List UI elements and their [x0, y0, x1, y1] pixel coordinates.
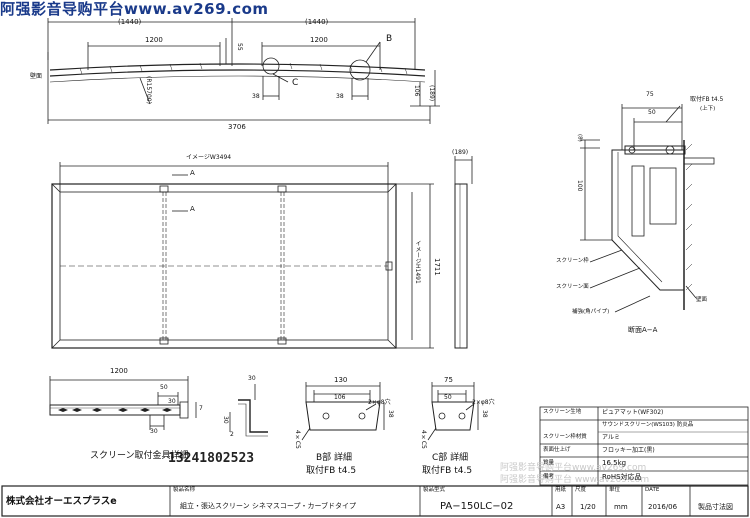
b-dim-38: 38: [387, 410, 394, 418]
radius-label: (R15700): [145, 76, 152, 104]
spec-label-frame: スクリーン枠材質: [543, 434, 587, 440]
detail-circle-b: [349, 59, 371, 81]
rail-dim-30: 30: [168, 398, 176, 405]
angle-dim-30: 30: [248, 375, 256, 382]
top-dim-1200-right: 1200: [310, 36, 328, 44]
watermark-bottom-1: 阿强影音导购平台www.av269.com: [500, 463, 647, 473]
c-title-1: C部 詳細: [432, 453, 469, 463]
section-fb-sub: (上下): [700, 106, 716, 112]
top-dim-189: (189): [428, 85, 435, 102]
top-dim-1440-left: (1440): [118, 18, 142, 26]
spec-label-note: 備考: [543, 474, 555, 480]
c-chamfer: 4×C5: [420, 430, 427, 449]
b-title-1: B部 詳細: [316, 453, 353, 463]
product-name: 組立・張込スクリーン シネマスコープ・カーブドタイプ: [180, 502, 357, 510]
c-dim-50: 50: [444, 394, 452, 401]
front-dim-1711: 1711: [433, 258, 441, 276]
date-value: 2016/06: [648, 503, 678, 511]
top-dim-106: 106: [413, 85, 420, 97]
b-dim-130: 130: [334, 376, 348, 384]
section-title: 断面A−A: [628, 326, 658, 334]
label-reinforce: 補強(角パイプ): [572, 309, 610, 315]
b-title-2: 取付FB t4.5: [306, 466, 357, 476]
section-a-a: [580, 104, 715, 313]
spec-value-finish: フロッキー加工(黒): [602, 447, 655, 454]
top-dim-3706: 3706: [228, 123, 246, 131]
curved-screen-back: [49, 75, 426, 83]
c-title-2: 取付FB t4.5: [422, 466, 473, 476]
watermark-phone: 13241802523: [168, 451, 255, 466]
angle-dim-2: 2: [230, 431, 234, 438]
c-dim-38: 38: [481, 410, 488, 418]
rail-dim-1200: 1200: [110, 367, 128, 375]
section-fb-label: 取付FB t4.5: [690, 96, 724, 103]
b-chamfer: 4×C5: [294, 430, 301, 449]
angle-dim-30-side: 30: [222, 416, 229, 424]
section-mark-a-upper: A: [190, 169, 195, 177]
top-dim-1440-right: (1440): [305, 18, 329, 26]
spec-table-frame: [539, 406, 749, 486]
watermark-top: 阿强影音导购平台www.av269.com: [0, 0, 269, 18]
curved-screen-bottom: [49, 69, 426, 77]
maker-name: 株式会社オーエスプラスe: [6, 496, 117, 507]
document-type: 製品寸法図: [698, 503, 733, 511]
model-label: 製品型式: [423, 487, 446, 493]
spec-value-frame: アルミ: [602, 434, 620, 441]
b-hole: 2×φ8穴: [368, 399, 391, 406]
spec-value-fabric-1: ピュアマット(WF302): [602, 409, 664, 416]
top-dim-38-right: 38: [336, 93, 344, 100]
spec-value-weight: 16.5kg: [602, 459, 627, 467]
spec-value-note: RoHS対応品: [602, 473, 642, 481]
model-number: PA−150LC−02: [440, 501, 514, 512]
rail-dim-30-bottom: 30: [150, 428, 158, 435]
label-screen-surface: スクリーン面: [556, 284, 589, 290]
top-dim-38-left: 38: [252, 93, 260, 100]
title-block-frame: [1, 485, 749, 517]
section-dim-75: 75: [646, 91, 654, 98]
image-width-label: イメージW3494: [186, 154, 232, 161]
spec-label-fabric: スクリーン生地: [543, 409, 582, 415]
image-height-label: イメージH1491: [414, 240, 421, 284]
c-dim-75: 75: [444, 376, 453, 384]
product-label: 製品名称: [173, 487, 196, 493]
b-dim-106: 106: [334, 394, 346, 401]
unit-label: 単位: [609, 487, 621, 493]
front-outer-frame: [51, 183, 397, 349]
rail-dim-50: 50: [160, 384, 168, 391]
rail-caption: スクリーン取付金具詳細: [90, 451, 189, 461]
paper-size: A3: [556, 503, 566, 511]
top-dim-1200-left: 1200: [145, 36, 163, 44]
label-b: B: [386, 34, 393, 44]
section-dim-50: 50: [648, 109, 656, 116]
side-dim-189: (189): [452, 149, 469, 156]
label-c: C: [292, 78, 299, 88]
scale-value: 1/20: [580, 503, 596, 511]
detail-circle-c: [262, 57, 280, 75]
spec-label-weight: 質量: [543, 460, 555, 466]
c-hole: 2×φ8穴: [472, 399, 495, 406]
section-wall-label: 壁面: [696, 297, 708, 303]
spec-value-fabric-2: サウンドスクリーン(WS103) 防炎品: [602, 422, 694, 428]
date-label: DATE: [645, 487, 660, 493]
spec-label-finish: 表面仕上げ: [543, 447, 571, 453]
section-mark-a-lower: A: [190, 205, 195, 213]
curved-screen-top: [49, 63, 426, 71]
rail-dim-7: 7: [199, 405, 203, 412]
section-dim-8: (8): [576, 134, 583, 142]
top-dim-55: 55: [236, 43, 243, 51]
watermark-bottom-2: 阿强影音导购平台 www.av269.com: [500, 475, 650, 485]
top-wall-label: 壁面: [30, 73, 43, 80]
paper-size-label: 用紙: [555, 487, 567, 493]
scale-label: 尺度: [575, 487, 587, 493]
unit-value: mm: [614, 503, 628, 511]
section-dim-100: 100: [576, 180, 583, 192]
label-screen-frame: スクリーン枠: [556, 258, 589, 264]
